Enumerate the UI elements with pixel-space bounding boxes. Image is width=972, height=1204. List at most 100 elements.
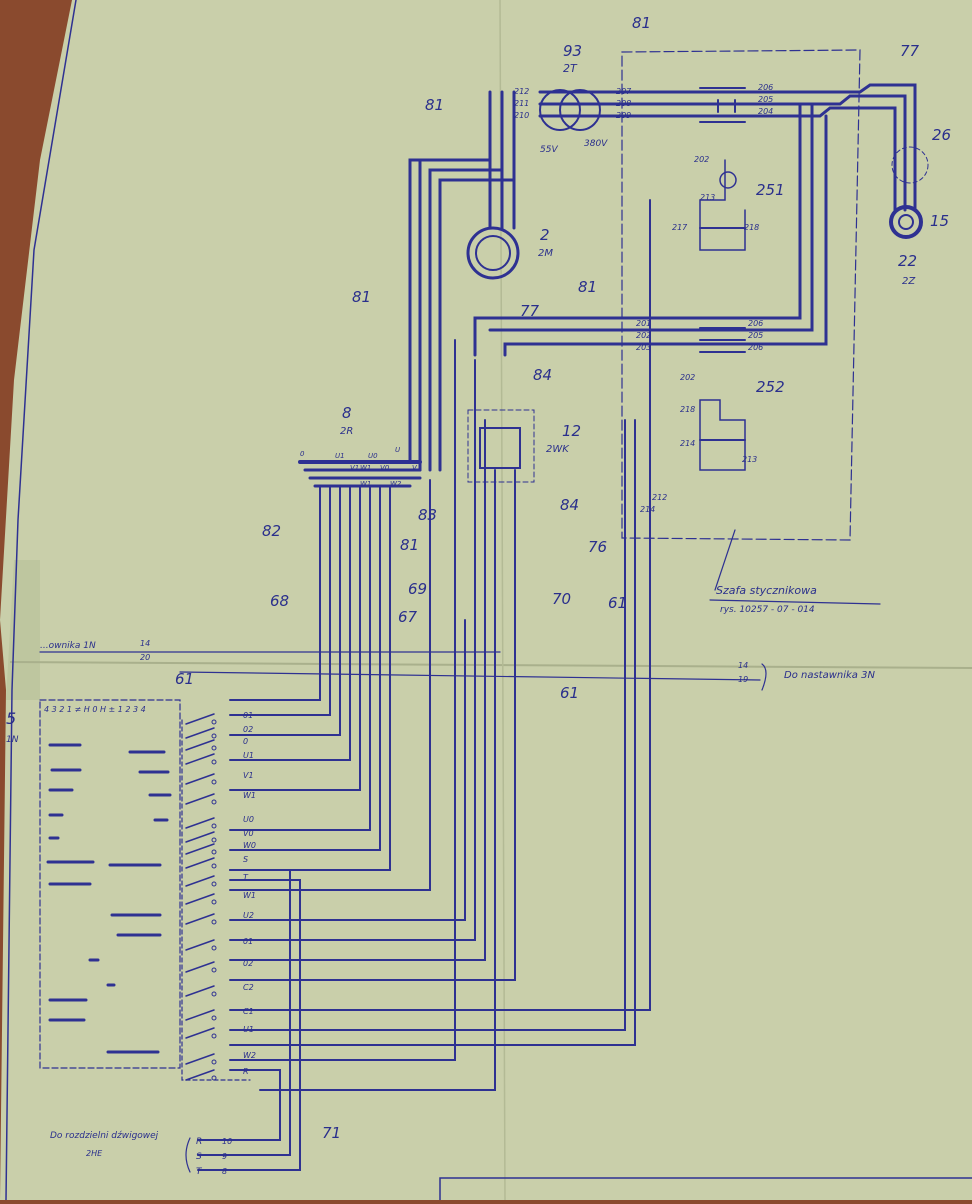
terminal-label: U1 [243,1025,254,1034]
wire-210: 210 [514,111,529,120]
wire-213b: 213 [742,455,757,464]
switch-contact [185,727,215,739]
wire-208: 208 [616,99,631,108]
wire-202a: 202 [694,155,709,164]
switch-terminal [211,967,217,973]
switch-terminal [211,823,217,829]
switch-contact [185,843,215,855]
switch-terminal [211,863,217,869]
terminal-label: U1 [243,751,254,760]
wire-218b: 218 [680,405,695,414]
switch-contact [185,831,215,843]
switchboard-2HE: 2HE [86,1149,103,1158]
wire-212: 212 [514,87,529,96]
resistor-tap-label: W1 [360,464,371,472]
wire-205b: 205 [748,331,763,340]
paper-fold-shadow [6,560,40,700]
controller-positions-header: 4 3 2 1 ≠ H 0 H ± 1 2 3 4 [44,705,146,714]
ref-81-top: 81 [632,14,651,32]
wire-14-right: 14 [738,661,748,670]
terminal-label: U0 [243,815,254,824]
switch-contact [185,1053,215,1065]
ref-252: 252 [756,378,785,396]
wire-203: 203 [636,343,651,352]
terminal-label: 01 [243,937,253,946]
relay-2WK [467,409,535,483]
page-border [5,0,77,1201]
terminal-label: 0 [243,737,248,746]
switch-terminal [211,991,217,997]
drum-contact-bars [46,743,172,1054]
switch-terminal [211,919,217,925]
ref-81-top-left: 81 [425,96,444,114]
ref-61-c: 61 [560,684,579,702]
to-crane-switchboard: Do rozdzielni dźwigowej [50,1131,159,1141]
resistor-tap-label: U0 [368,452,378,460]
wire-20: 20 [140,653,150,662]
ref-5: 5 [6,709,16,728]
ref-2Z: 2Z [902,276,916,287]
ref-2R: 2R [340,426,353,437]
line-to-nastawnik-3N [179,671,761,681]
terminal-label: W0 [243,841,256,850]
ref-1N: 1N [6,735,19,745]
terminal-label: S [243,855,248,864]
switch-contact [185,939,215,951]
contactor-cabinet-outline [621,49,861,541]
switch-contact [185,753,215,765]
switch-terminal [211,945,217,951]
switch-contact [185,857,215,869]
switch-contact [185,793,215,805]
szafa-leader [714,529,736,591]
switch-terminal [211,759,217,765]
ref-71: 71 [322,1124,341,1142]
switch-terminal [211,1075,217,1081]
wire-217: 217 [672,223,688,232]
wire-218: 218 [744,223,759,232]
switch-terminal [211,733,217,739]
switch-contact [185,739,215,751]
terminal-label: T [243,873,249,882]
phase-R: R [196,1137,202,1147]
wire-209: 209 [616,111,631,120]
ref-67: 67 [398,608,418,626]
main-wire-bundle [408,83,917,472]
ref-61-a: 61 [608,594,627,612]
ref-70: 70 [552,590,571,608]
resistor-tap-label: 0 [300,450,305,458]
switch-contact [185,1009,215,1021]
ref-8: 8 [342,404,352,422]
ref-81-mid: 81 [578,278,597,296]
switch-terminal [211,779,217,785]
ref-251: 251 [756,181,785,199]
switch-terminal [211,849,217,855]
ref-2: 2 [540,226,550,244]
controller-switches [185,713,217,1081]
ref-15: 15 [930,212,949,230]
transformer-coil-left [539,89,581,131]
wire-206b: 206 [748,319,763,328]
motor-2M-inner [475,235,511,271]
terminal-label: 01 [243,711,253,720]
wire-206c: 206 [748,343,763,352]
ref-82: 82 [262,522,281,540]
ref-22: 22 [898,252,917,270]
switch-contact [185,773,215,785]
szafa-title: Szafa stycznikowa [716,584,817,597]
terminal-label: 02 [243,725,253,734]
resistor-tap-label: V [412,464,418,472]
wire-204a: 204 [758,107,773,116]
szafa-drawing-no: rys. 10257 - 07 - 014 [720,605,815,615]
to-nastawnik-1N: ...ownika 1N [40,641,96,651]
motor-2M-outer [466,226,520,280]
switch-terminal [211,799,217,805]
ref-77-mid: 77 [520,302,540,320]
fan-motor-15-inner [898,214,914,230]
wire-8: 8 [222,1167,227,1176]
terminal-label: U2 [243,911,254,920]
switch-terminal [211,719,217,725]
terminal-label: W2 [243,1051,256,1060]
relay-2WK-coil [479,427,521,469]
wire-202c: 202 [680,373,695,382]
